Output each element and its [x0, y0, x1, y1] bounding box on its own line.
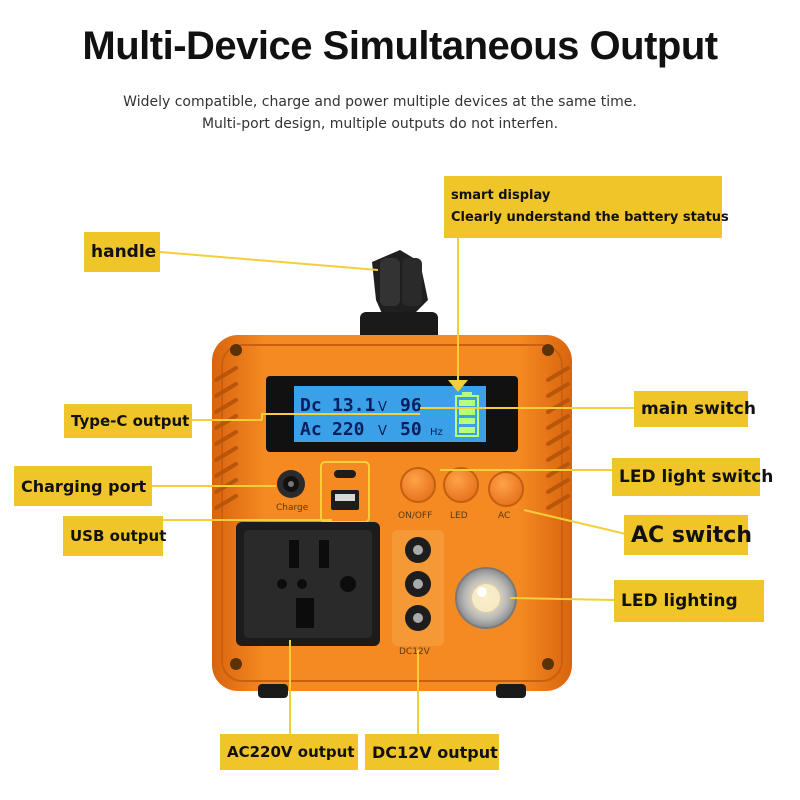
led-button[interactable]	[443, 467, 479, 503]
label-smart-display: smart display Clearly understand the bat…	[444, 176, 729, 238]
label-main-switch: main switch	[634, 391, 756, 427]
lcd-row2-prefix: Ac	[300, 419, 322, 440]
led-lamp	[455, 567, 517, 629]
label-smart-display-desc: Clearly understand the battery status	[451, 210, 729, 225]
ac-socket	[236, 522, 380, 646]
lcd-row1-prefix: Dc	[300, 395, 322, 416]
page-title: Multi-Device Simultaneous Output	[82, 24, 718, 68]
lcd-row2-unit: V	[378, 424, 387, 439]
label-ac-switch: AC switch	[624, 515, 752, 555]
display-pointer	[448, 380, 468, 392]
lcd-row2-freq-unit: Hz	[430, 427, 443, 438]
on-off-text: ON/OFF	[398, 511, 432, 521]
subtitle-line-1: Widely compatible, charge and power mult…	[123, 94, 637, 110]
lcd-row2-value: 220	[332, 419, 365, 440]
label-smart-display-title: smart display	[451, 188, 551, 203]
battery-icon	[455, 392, 479, 437]
lcd-row2-freq: 50	[400, 419, 422, 440]
lcd-row1-unit: V	[378, 400, 387, 415]
type-c-port	[334, 470, 356, 478]
charge-port-text: Charge	[276, 503, 309, 513]
lcd-row1-percent: 96	[400, 395, 422, 416]
label-led-lighting: LED lighting	[614, 580, 764, 622]
left-vents	[214, 366, 238, 510]
foot-right	[496, 684, 526, 698]
label-type-c-output: Type-C output	[64, 404, 192, 438]
charging-port	[277, 470, 305, 498]
dc-text: DC12V	[399, 647, 431, 657]
lcd-row1-value: 13.1	[332, 395, 375, 416]
screws	[230, 344, 554, 670]
label-usb-output: USB output	[63, 516, 166, 556]
led-text: LED	[450, 511, 468, 521]
label-led-light-switch: LED light switch	[612, 458, 773, 496]
ac-button[interactable]	[488, 471, 524, 507]
foot-left	[258, 684, 288, 698]
label-charging-port: Charging port	[14, 466, 152, 506]
label-ac220v-output: AC220V output	[220, 734, 358, 770]
on-off-button[interactable]	[400, 467, 436, 503]
dc-ports	[405, 537, 431, 631]
subtitle-line-2: Multi-port design, multiple outputs do n…	[201, 116, 559, 132]
label-dc12v-output: DC12V output	[365, 734, 499, 770]
right-vents	[546, 366, 570, 510]
callout-lines	[150, 238, 636, 736]
ac-text: AC	[498, 511, 510, 521]
label-handle: handle	[84, 232, 160, 272]
